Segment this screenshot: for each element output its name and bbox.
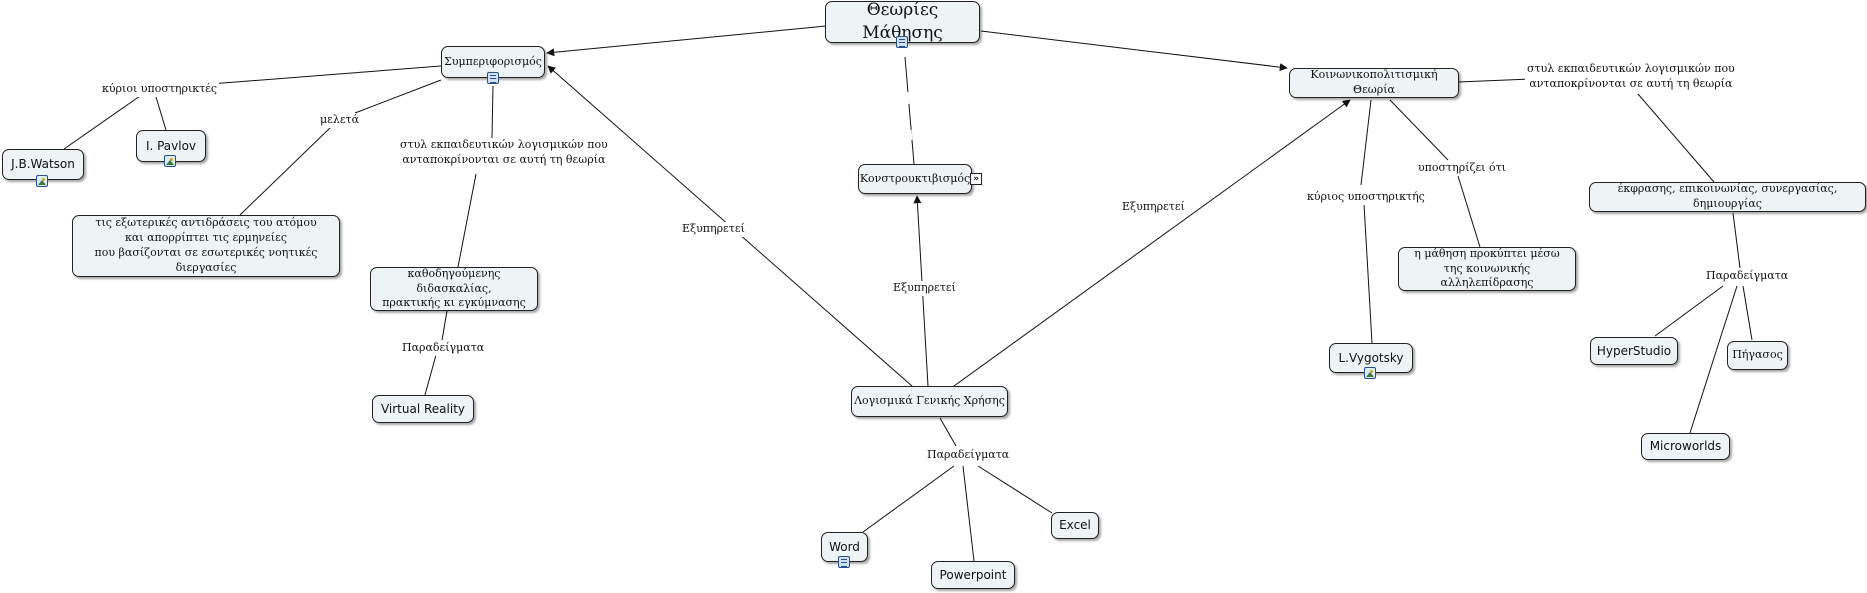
behaviorism-label: Συμπεριφορισμός <box>444 54 542 68</box>
virtual-reality-label: Virtual Reality <box>380 401 466 416</box>
link-supporters-pavlov <box>155 96 167 131</box>
microworlds-node[interactable]: Microworlds <box>1641 433 1730 460</box>
link-label-software-socio-line-1: στυλ εκπαιδευτικών λογισμικών που <box>1527 62 1735 75</box>
link-expression-examples <box>1732 212 1741 269</box>
link-root-constructivism <box>904 56 915 165</box>
link-label-examples-general: Παραδείγματα <box>925 448 1012 463</box>
link-socio-software <box>1457 78 1531 83</box>
link-guided-examples <box>441 310 448 341</box>
link-label-supports-that: υποστηρίζει ότι <box>1416 161 1508 176</box>
vygotsky-label: L.Vygotsky <box>1338 350 1404 365</box>
link-supporters-watson <box>63 95 141 150</box>
external-reactions-line-3: που βασίζονται σε εσωτερικές νοητικές δι… <box>94 246 318 274</box>
image-resource-icon[interactable] <box>36 175 48 187</box>
guided-teaching-line-1: καθοδηγούμενης διδασκαλίας, <box>407 266 501 295</box>
link-label-serves-constr: Εξυπηρετεί <box>891 281 958 296</box>
link-label-software-behav-line-2: ανταποκρίνονται σε αυτή τη θεωρία <box>402 152 606 166</box>
expression-label: έκφρασης, επικοινωνίας, συνεργασίας, δημ… <box>1617 182 1838 210</box>
sociocultural-node[interactable]: Κοινωνικοπολιτισμική Θεωρία <box>1289 68 1459 98</box>
general-software-label: Λογισμικά Γενικής Χρήσης <box>854 394 1005 408</box>
link-label-software-socio-line-2: ανταποκρίνονται σε αυτή τη θεωρία <box>1529 76 1733 90</box>
document-resource-icon[interactable] <box>838 556 850 568</box>
link-examples-microworlds <box>1688 285 1738 437</box>
hyperstudio-node[interactable]: HyperStudio <box>1590 337 1678 365</box>
constructivism-node[interactable]: Κονστρουκτιβισμός <box>858 164 972 194</box>
link-label-main-supporters: κύριοι υποστηρικτές <box>100 82 220 97</box>
link-examples-vr <box>424 354 437 396</box>
excel-label: Excel <box>1059 518 1091 533</box>
link-socio-supporter <box>1360 99 1372 186</box>
watson-node[interactable]: J.B.Watson <box>2 149 84 180</box>
microworlds-label: Microworlds <box>1649 439 1722 454</box>
constructivism-label: Κονστρουκτιβισμός <box>859 171 971 185</box>
link-label-software-socio: στυλ εκπαιδευτικών λογισμικών που ανταπο… <box>1525 62 1737 92</box>
link-label-serves-behav: Εξυπηρετεί <box>680 222 747 237</box>
external-reactions-node[interactable]: τις εξωτερικές αντιδράσεις του ατόμου κα… <box>72 215 340 277</box>
watson-label: J.B.Watson <box>11 157 75 172</box>
powerpoint-label: Powerpoint <box>939 567 1007 582</box>
link-examples-powerpoint <box>962 465 975 562</box>
link-label-software-behav: στυλ εκπαιδευτικών λογισμικών που ανταπο… <box>398 138 610 168</box>
link-behav-software <box>491 85 494 139</box>
link-label-main-supporter: κύριος υποστηρικτής <box>1305 190 1427 205</box>
image-resource-icon[interactable] <box>164 155 176 167</box>
link-label-software-behav-line-1: στυλ εκπαιδευτικών λογισμικών που <box>400 138 608 151</box>
link-examples-hyperstudio <box>1654 285 1724 337</box>
link-label-examples-socio: Παραδείγματα <box>1704 269 1791 284</box>
external-reactions-line-1: τις εξωτερικές αντιδράσεις του ατόμου <box>95 216 317 230</box>
document-resource-icon[interactable] <box>896 36 908 48</box>
link-label-examples-vr: Παραδείγματα <box>400 341 487 356</box>
learning-social-node[interactable]: η μάθηση προκύπτει μέσω της κοινωνικής α… <box>1398 247 1576 291</box>
link-examples-excel <box>977 465 1053 514</box>
link-socio-supports <box>1389 99 1449 161</box>
image-resource-icon[interactable] <box>1364 367 1376 379</box>
link-software-guided <box>457 173 477 268</box>
word-label: Word <box>829 539 860 554</box>
behaviorism-node[interactable]: Συμπεριφορισμός <box>441 46 545 78</box>
pigasos-label: Πήγασος <box>1732 348 1783 362</box>
link-label-studies: μελετά <box>318 113 362 128</box>
document-resource-icon[interactable] <box>487 72 499 84</box>
guided-teaching-node[interactable]: καθοδηγούμενης διδασκαλίας, πρακτικής κι… <box>370 267 538 311</box>
learning-social-line-2: της κοινωνικής αλληλεπίδρασης <box>1440 261 1534 290</box>
link-supports-learning <box>1457 175 1481 248</box>
external-reactions-line-2: και απορρίπτει τις ερμηνείες <box>125 231 287 245</box>
link-label-serves-socio: Εξυπηρετεί <box>1120 200 1187 215</box>
sociocultural-label: Κοινωνικοπολιτισμική Θεωρία <box>1310 68 1438 96</box>
guided-teaching-line-2: πρακτικής κι εγκύμνασης <box>382 296 526 310</box>
hyperstudio-label: HyperStudio <box>1596 343 1672 358</box>
link-root-sociocultural <box>980 30 1288 72</box>
pigasos-node[interactable]: Πήγασος <box>1727 341 1788 370</box>
general-software-node[interactable]: Λογισμικά Γενικής Χρήσης <box>851 386 1008 417</box>
link-general-sociocultural <box>953 99 1351 387</box>
pavlov-label: I. Pavlov <box>145 138 197 153</box>
excel-node[interactable]: Excel <box>1051 512 1099 539</box>
link-examples-word <box>862 465 955 533</box>
powerpoint-node[interactable]: Powerpoint <box>931 561 1015 589</box>
root-concept-label: Θεωρίες Μάθησης <box>862 0 943 43</box>
expand-submap-icon[interactable]: » <box>970 173 982 185</box>
learning-social-line-1: η μάθηση προκύπτει μέσω <box>1414 246 1560 260</box>
link-software-expression <box>1637 93 1715 183</box>
link-general-examples <box>939 417 957 447</box>
link-behav-supporters <box>209 65 442 85</box>
virtual-reality-node[interactable]: Virtual Reality <box>372 395 474 423</box>
link-behav-studies <box>354 79 442 114</box>
link-studies-external <box>239 125 333 216</box>
link-supporter-vygotsky <box>1363 203 1373 344</box>
link-examples-pigasos <box>1742 285 1753 341</box>
expression-node[interactable]: έκφρασης, επικοινωνίας, συνεργασίας, δημ… <box>1589 182 1866 212</box>
link-root-behaviorism <box>546 25 827 57</box>
